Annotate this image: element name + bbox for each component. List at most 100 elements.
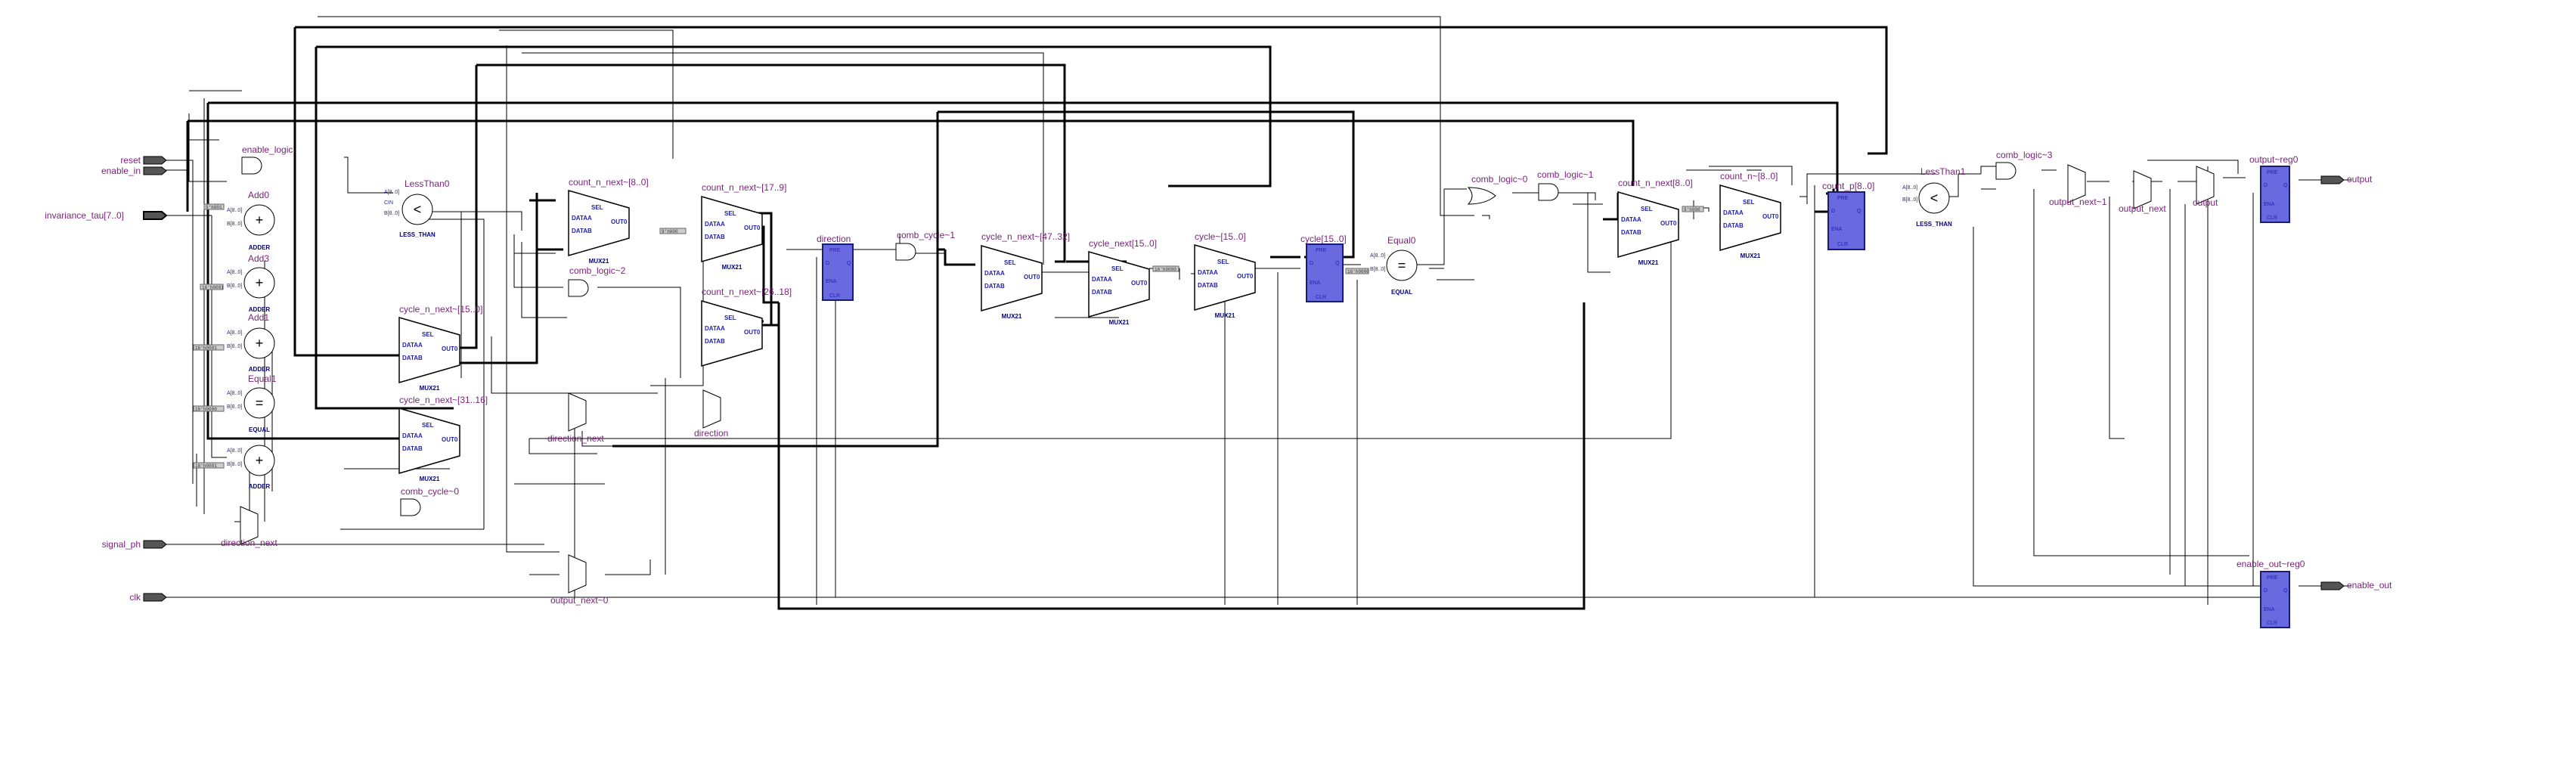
pin-datab: DATAB: [984, 283, 1005, 290]
pin-datab: DATAB: [1621, 229, 1641, 236]
mux-count-n-next-b[interactable]: count_n_next[8..0] SEL DATAA DATAB OUT0 …: [1617, 178, 1704, 266]
pin-out: OUT0: [1762, 213, 1779, 220]
or-gate-comb-logic-0[interactable]: comb_logic~0: [1467, 174, 1528, 205]
kind-mux: MUX21: [589, 258, 609, 265]
pin-ena: ENA: [2264, 607, 2275, 612]
register-enable-out-reg0[interactable]: enable_out~reg0 PRE D Q ENA CLR: [2237, 559, 2305, 628]
input-port-enable-in[interactable]: enable_in: [101, 166, 167, 176]
label-output-mux: output: [2193, 197, 2218, 208]
and-gate-comb-cycle-0[interactable]: comb_cycle~0: [400, 486, 459, 516]
register-direction[interactable]: direction PRE D Q ENA CLR: [817, 234, 854, 301]
pin-datab: DATAB: [1092, 289, 1112, 296]
pin-datab: DATAB: [572, 228, 592, 234]
pin-dataa: DATAA: [402, 432, 423, 439]
label-comb-logic-3: comb_logic~3: [1996, 150, 2053, 160]
and-gate-comb-logic-2[interactable]: comb_logic~2: [568, 265, 626, 297]
register-cycle-15-0[interactable]: cycle[15..0] PRE D Q ENA CLR: [1300, 234, 1347, 302]
mux-count-n-next-8-0[interactable]: count_n_next~[8..0] SEL DATAA DATAB OUT0…: [568, 177, 649, 265]
label-direction-reg: direction: [817, 234, 851, 244]
comparator-equal0[interactable]: Equal0 = 16'h0000 A[8..0] B[8..0] EQUAL: [1345, 235, 1418, 296]
comparator-less-than1[interactable]: LessThan1 < A[8..0] B[8..0] LESS_THAN: [1902, 166, 1966, 228]
port-label-enable-out: enable_out: [2347, 580, 2392, 590]
pin-a: A[8..0]: [227, 330, 242, 336]
mux-cycle-n-next-47-32[interactable]: cycle_n_next~[47..32] SEL DATAA DATAB OU…: [981, 231, 1070, 320]
mux-cycle-next-15-0[interactable]: cycle_next[15..0] SEL DATAA DATAB OUT0 M…: [1088, 238, 1180, 326]
kind-equal: EQUAL: [249, 426, 270, 433]
const-c16-h1: 16'h0001: [195, 346, 217, 351]
input-port-clk[interactable]: clk: [129, 592, 167, 603]
pin-a: A[8..0]: [1902, 185, 1917, 191]
const-c16-h0: 16'h0000: [1155, 267, 1176, 272]
pin-b: B[8..0]: [1370, 267, 1385, 272]
mux-direction-next[interactable]: direction_next: [547, 392, 604, 444]
kind-equal: EQUAL: [1391, 289, 1412, 296]
input-port-signal-ph[interactable]: signal_ph: [102, 539, 167, 550]
pin-d: D: [1310, 261, 1313, 266]
mux-direction-next-b[interactable]: direction_next: [221, 506, 277, 548]
label-cycle-n-next-31-16: cycle_n_next~[31..16]: [399, 395, 488, 405]
less-than-symbol: <: [414, 202, 422, 217]
pin-q: Q: [1335, 261, 1340, 266]
pin-sel: SEL: [1641, 206, 1653, 212]
pin-sel: SEL: [422, 331, 434, 338]
label-count-n-8-0: count_n~[8..0]: [1720, 171, 1778, 181]
register-count-p-8-0[interactable]: count_p[8..0] PRE D Q ENA CLR: [1822, 181, 1874, 250]
output-port-enable-out[interactable]: enable_out: [2320, 580, 2392, 590]
pin-sel: SEL: [1217, 259, 1229, 265]
input-port-invariance-tau[interactable]: invariance_tau[7..0]: [45, 210, 168, 221]
pin-dataa: DATAA: [1723, 209, 1744, 216]
label-cycle-n-next-47-32: cycle_n_next~[47..32]: [981, 231, 1070, 242]
pin-clr: CLR: [1316, 295, 1326, 300]
pin-out: OUT0: [1237, 273, 1254, 280]
pin-q: Q: [2283, 183, 2288, 188]
pin-dataa: DATAA: [402, 342, 423, 349]
mux-count-n-8-0[interactable]: count_n~[8..0] SEL DATAA DATAB OUT0 MUX2…: [1719, 171, 1781, 259]
kind-mux: MUX21: [1638, 259, 1659, 266]
label-enable-out-reg: enable_out~reg0: [2237, 559, 2305, 569]
pin-pre: PRE: [829, 248, 841, 253]
and-gate-comb-logic-3[interactable]: comb_logic~3: [1995, 150, 2053, 180]
pin-clr: CLR: [2267, 621, 2277, 626]
and-gate-comb-logic-1[interactable]: comb_logic~1: [1537, 169, 1594, 201]
kind-adder: ADDER: [249, 244, 271, 251]
register-output-reg0[interactable]: output~reg0 PRE D Q ENA CLR: [2249, 154, 2299, 223]
and-gate-comb-cycle-1[interactable]: comb_cycle~1: [895, 230, 955, 261]
pin-datab: DATAB: [705, 338, 725, 345]
mux-output-next-1[interactable]: output_next~1: [2049, 164, 2107, 207]
pin-sel: SEL: [1743, 199, 1755, 206]
mux-count-n-next-26-18[interactable]: count_n_next~[26..18] SEL DATAA DATAB OU…: [701, 287, 792, 367]
label-count-n-next-26-18: count_n_next~[26..18]: [702, 287, 792, 297]
pin-q: Q: [847, 261, 851, 266]
output-port-output[interactable]: output: [2320, 174, 2373, 184]
and-gate-enable-logic[interactable]: enable_logic: [241, 144, 293, 175]
const-c16-h1: 16'h0001: [202, 285, 224, 290]
adder-add3[interactable]: Add3 + 16'h0001 A[8..0] B[8..0] ADDER: [200, 253, 275, 313]
mux-cycle-n-next-31-16[interactable]: cycle_n_next~[31..16] SEL DATAA DATAB OU…: [398, 395, 488, 482]
mux-output-next-0[interactable]: output_next~0: [550, 554, 609, 606]
label-enable-logic: enable_logic: [242, 144, 293, 155]
const-c9-h0: 9'h000: [1684, 207, 1700, 212]
pin-datab: DATAB: [402, 355, 423, 361]
pin-datab: DATAB: [1723, 222, 1744, 229]
adder-add1[interactable]: Add1 + 16'h0001 A[8..0] B[8..0] ADDER: [193, 312, 275, 373]
comparator-less-than0[interactable]: LessThan0 < A[8..0] CIN B[8..0] LESS_THA…: [384, 178, 450, 238]
pin-sel: SEL: [422, 422, 434, 429]
mux-cycle-n-next-15-0[interactable]: cycle_n_next~[15..0] SEL DATAA DATAB OUT…: [398, 304, 482, 392]
input-port-reset[interactable]: reset: [120, 155, 167, 166]
adder-add0[interactable]: Add0 + 9'h001 A[8..0] B[8..0] ADDER: [203, 190, 275, 251]
mux-cycle-15-0[interactable]: cycle~[15..0] SEL DATAA DATAB OUT0 MUX21: [1194, 231, 1256, 319]
label-count-reg: count_p[8..0]: [1822, 181, 1874, 191]
mux-direction[interactable]: direction: [694, 389, 728, 439]
mux-count-n-next-17-9[interactable]: count_n_next~[17..9] SEL DATAA DATAB OUT…: [659, 182, 786, 271]
pin-b: B[8..0]: [227, 404, 242, 410]
output-ports: output enable_out: [2320, 174, 2392, 590]
port-label-reset: reset: [120, 155, 141, 166]
mux-output[interactable]: output: [2193, 166, 2218, 208]
pin-sel: SEL: [591, 204, 603, 211]
adder-add2[interactable]: + 16'h0001 A[8..0] B[8..0] ADDER: [193, 445, 275, 490]
mux-output-next[interactable]: output_next: [2119, 170, 2166, 214]
comparator-equal1[interactable]: Equal1 = 16'h0000 A[8..0] B[8..0] EQUAL: [193, 373, 277, 433]
plus-symbol: +: [256, 336, 264, 351]
pin-b: B[8..0]: [227, 462, 242, 467]
